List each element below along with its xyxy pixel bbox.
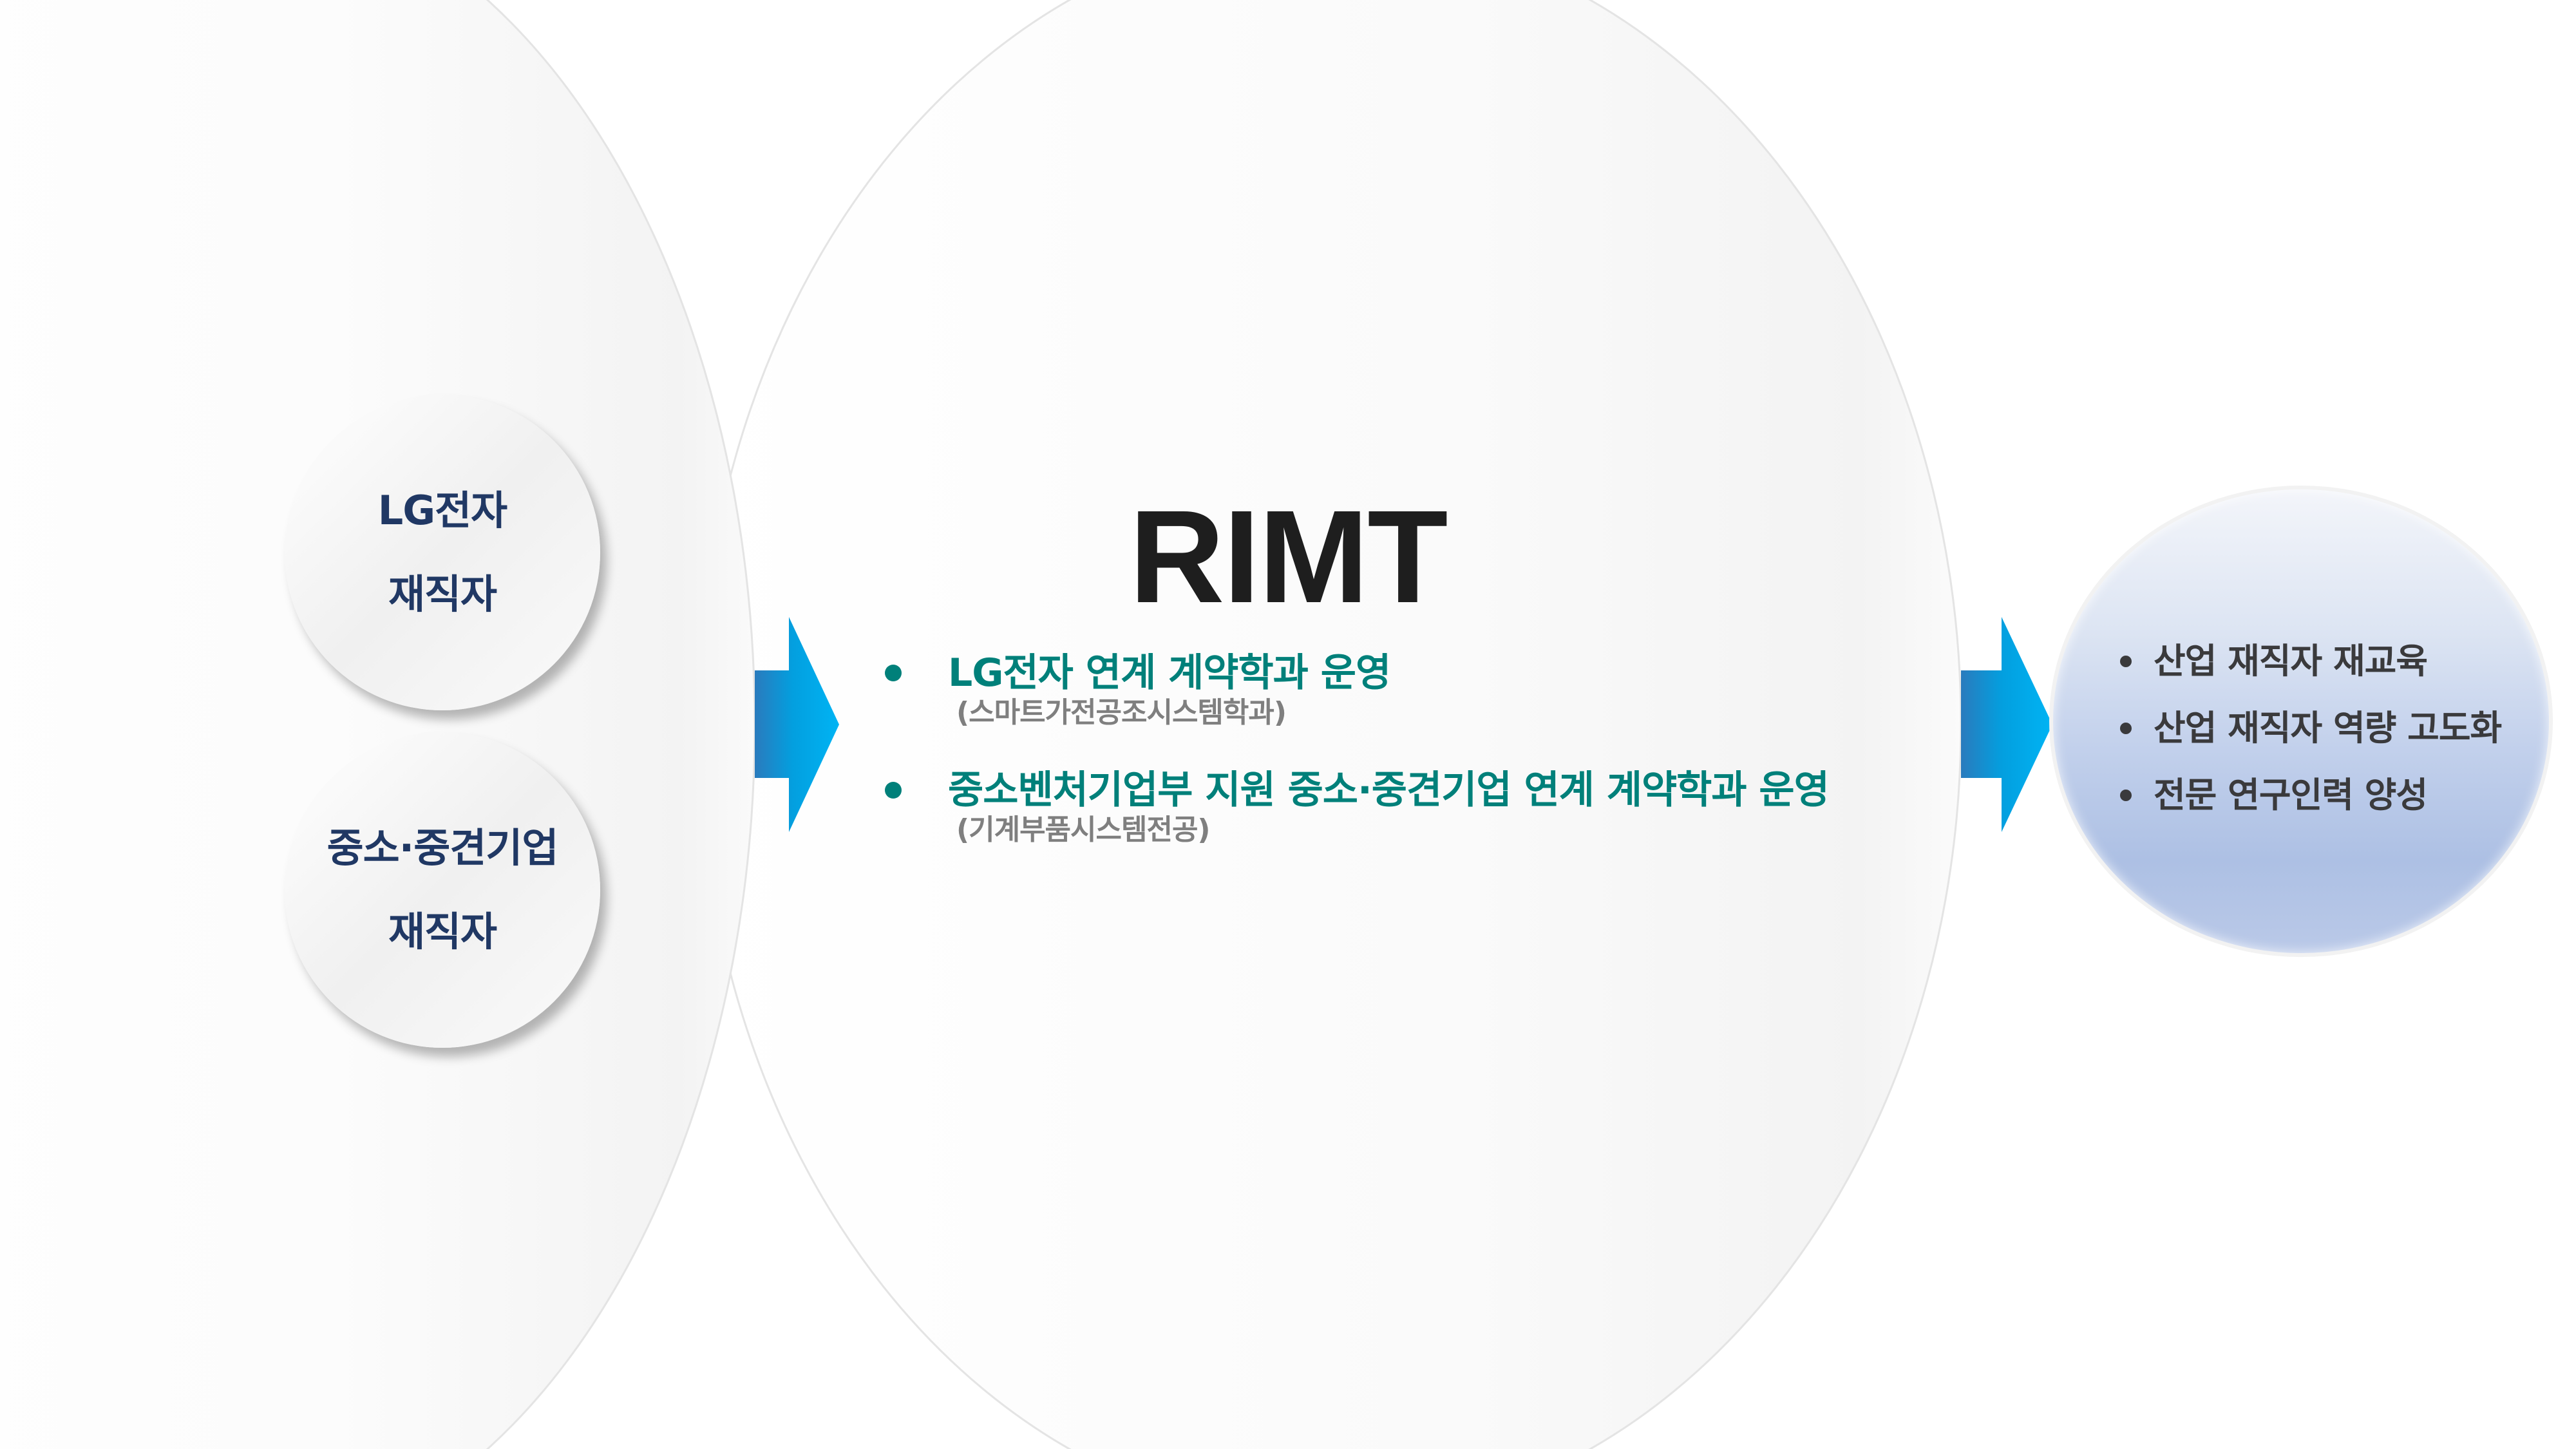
outcome-item: 전문 연구인력 양성 (2112, 762, 2501, 829)
outcome-label: 산업 재직자 재교육 (2154, 641, 2428, 681)
bullet-icon (2120, 790, 2132, 801)
arrow-right-icon (755, 617, 839, 832)
outcome-item: 산업 재직자 재교육 (2112, 628, 2501, 695)
input-label: 재직자 (388, 908, 497, 955)
bullet-icon (2120, 656, 2132, 667)
input-circle-sme: 중소·중견기업 재직자 (285, 732, 600, 1048)
input-circle-lg: LG전자 재직자 (285, 395, 600, 710)
outcome-list: 산업 재직자 재교육 산업 재직자 역량 고도화 전문 연구인력 양성 (2112, 628, 2502, 829)
program-item: LG전자 연계 계약학과 운영 (스마트가전공조시스템학과) (882, 650, 1391, 730)
input-label: LG전자 (377, 487, 507, 534)
bullet-icon (885, 665, 902, 681)
outcome-circle (2053, 489, 2549, 953)
input-label: 재직자 (388, 571, 497, 618)
program-main: LG전자 연계 계약학과 운영 (948, 650, 1391, 696)
program-sub: (스마트가전공조시스템학과) (956, 696, 1287, 729)
input-label: 중소·중견기업 (327, 824, 559, 871)
outcome-label: 산업 재직자 역량 고도화 (2154, 708, 2502, 748)
outcome-label: 전문 연구인력 양성 (2154, 775, 2428, 815)
arrow-right-icon (1961, 617, 2052, 832)
bullet-icon (885, 782, 902, 799)
outcome-item: 산업 재직자 역량 고도화 (2112, 695, 2502, 762)
rimt-title: RIMT (1129, 483, 1448, 630)
bullet-icon (2120, 723, 2132, 734)
input-ellipse (0, 0, 756, 1449)
program-item: 중소벤처기업부 지원 중소·중견기업 연계 계약학과 운영 (기계부품시스템전공… (882, 768, 1830, 848)
program-sub: (기계부품시스템전공) (956, 813, 1211, 846)
program-main: 중소벤처기업부 지원 중소·중견기업 연계 계약학과 운영 (948, 768, 1830, 813)
